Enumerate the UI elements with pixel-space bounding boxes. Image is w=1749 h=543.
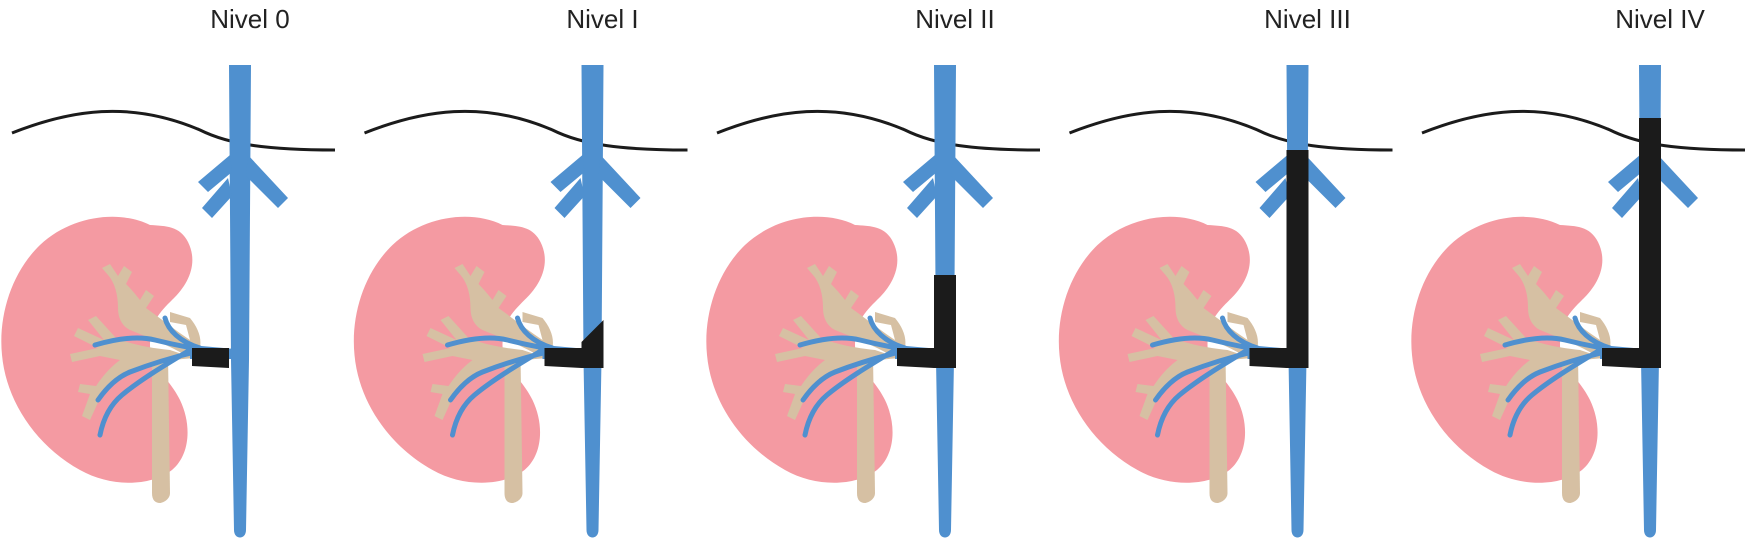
ureter-shape (857, 355, 875, 503)
diaphragm-line (11, 109, 336, 152)
level-label: Nivel III (1264, 4, 1351, 34)
kidney (1411, 216, 1645, 503)
hepatic-veins (903, 155, 993, 218)
hepatic-veins (1255, 155, 1346, 218)
ureter-shape (1209, 355, 1228, 503)
collecting-system-shape (70, 264, 201, 420)
renal-vein-thrombus (192, 348, 229, 368)
ivc-thrombus (1286, 150, 1309, 368)
ureter-shape (1562, 355, 1580, 503)
inferior-vena-cava (581, 65, 604, 538)
level-label: Nivel 0 (210, 4, 289, 34)
hepatic-veins (550, 155, 641, 218)
kidney (1, 216, 235, 503)
ivc-thrombus (581, 320, 604, 368)
ivc-thrombus (1639, 118, 1661, 368)
level-panel-4: Nivel IV (1411, 4, 1746, 538)
diaphragm-line (363, 109, 688, 152)
renal-vein-thrombus (544, 348, 582, 368)
ureter-shape (152, 355, 170, 503)
level-label: Nivel IV (1615, 4, 1705, 34)
renal-vein-thrombus (897, 348, 934, 368)
level-label: Nivel II (915, 4, 994, 34)
level-label: Nivel I (566, 4, 638, 34)
level-panel-2: Nivel II (706, 4, 1041, 538)
level-panel-1: Nivel I (353, 4, 688, 538)
collecting-system-shape (1480, 264, 1611, 420)
renal-vein-branches (92, 315, 228, 438)
collecting-system-shape (1127, 264, 1258, 420)
level-panel-0: Nivel 0 (1, 4, 336, 538)
collecting-system-shape (775, 264, 906, 420)
hepatic-veins (1608, 155, 1698, 218)
diaphragm-line (1068, 109, 1393, 152)
renal-vein-branches (797, 315, 933, 438)
hepatic-veins (198, 155, 288, 218)
renal-vein-thrombus (1602, 348, 1639, 368)
inferior-vena-cava (229, 65, 251, 538)
collecting-system-shape (422, 264, 553, 420)
ureter-shape (504, 355, 523, 503)
ivc-thrombus (934, 275, 956, 368)
diaphragm-line (1421, 109, 1746, 152)
renal-vein-branches (445, 315, 580, 438)
renal-vein-branches (1502, 315, 1638, 438)
renal-vein-thrombus (1249, 348, 1287, 368)
renal-vein-branches (1150, 315, 1285, 438)
kidney (1058, 216, 1293, 503)
diaphragm-line (716, 109, 1041, 152)
level-panel-3: Nivel III (1058, 4, 1393, 538)
